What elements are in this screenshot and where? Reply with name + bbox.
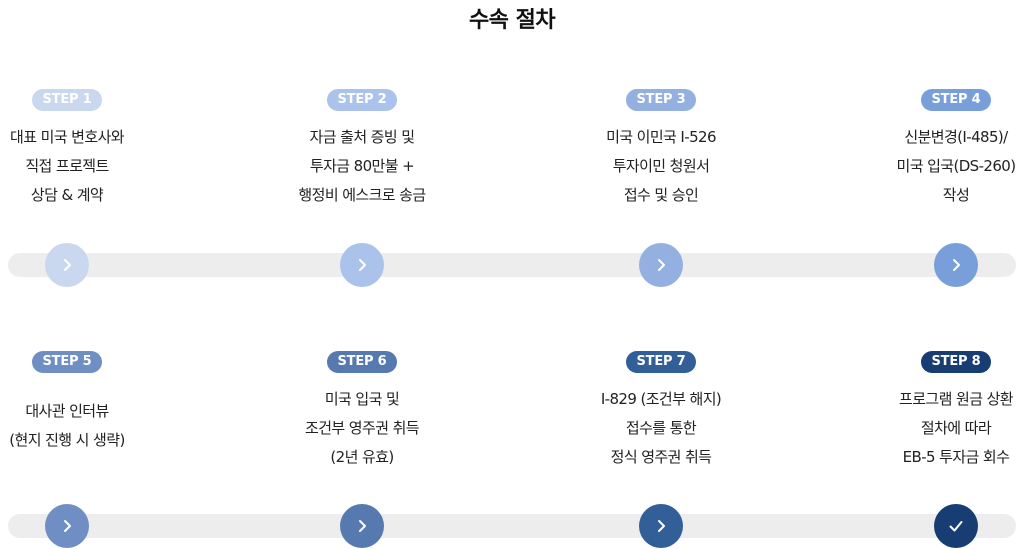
chevron-right-icon — [64, 259, 71, 271]
chevron-right-icon — [658, 259, 665, 271]
step-3-circle[interactable] — [639, 243, 683, 287]
step-6-circle[interactable] — [340, 504, 384, 548]
step-7-circle[interactable] — [639, 504, 683, 548]
step-badge: STEP 3 — [626, 89, 696, 111]
step-badge: STEP 8 — [921, 351, 991, 373]
step-badge: STEP 6 — [327, 351, 397, 373]
check-icon — [949, 521, 963, 532]
page-title: 수속 절차 — [468, 8, 556, 33]
step-8-circle[interactable] — [934, 504, 978, 548]
step-badge: STEP 2 — [327, 89, 397, 111]
chevron-right-icon — [658, 520, 665, 532]
step-description: 대사관 인터뷰(현지 진행 시 생략) — [9, 402, 125, 449]
step-2-circle[interactable] — [340, 243, 384, 287]
step-4-circle[interactable] — [934, 243, 978, 287]
chevron-right-icon — [64, 520, 71, 532]
step-5-circle[interactable] — [45, 504, 89, 548]
step-description: 신분변경(I-485)/미국 입국(DS-260)작성 — [896, 128, 1017, 204]
step-1-circle[interactable] — [45, 243, 89, 287]
step-badge: STEP 7 — [626, 351, 696, 373]
progress-track — [8, 253, 1016, 277]
step-badge: STEP 5 — [32, 351, 102, 373]
chevron-right-icon — [359, 259, 366, 271]
progress-track — [8, 514, 1016, 538]
step-badge: STEP 1 — [32, 89, 102, 111]
chevron-right-icon — [359, 520, 366, 532]
step-5: STEP 5 대사관 인터뷰(현지 진행 시 생략) — [0, 350, 187, 455]
step-badge: STEP 4 — [921, 89, 991, 111]
step-4: STEP 4 신분변경(I-485)/미국 입국(DS-260)작성 — [836, 88, 1024, 210]
chevron-right-icon — [953, 259, 960, 271]
